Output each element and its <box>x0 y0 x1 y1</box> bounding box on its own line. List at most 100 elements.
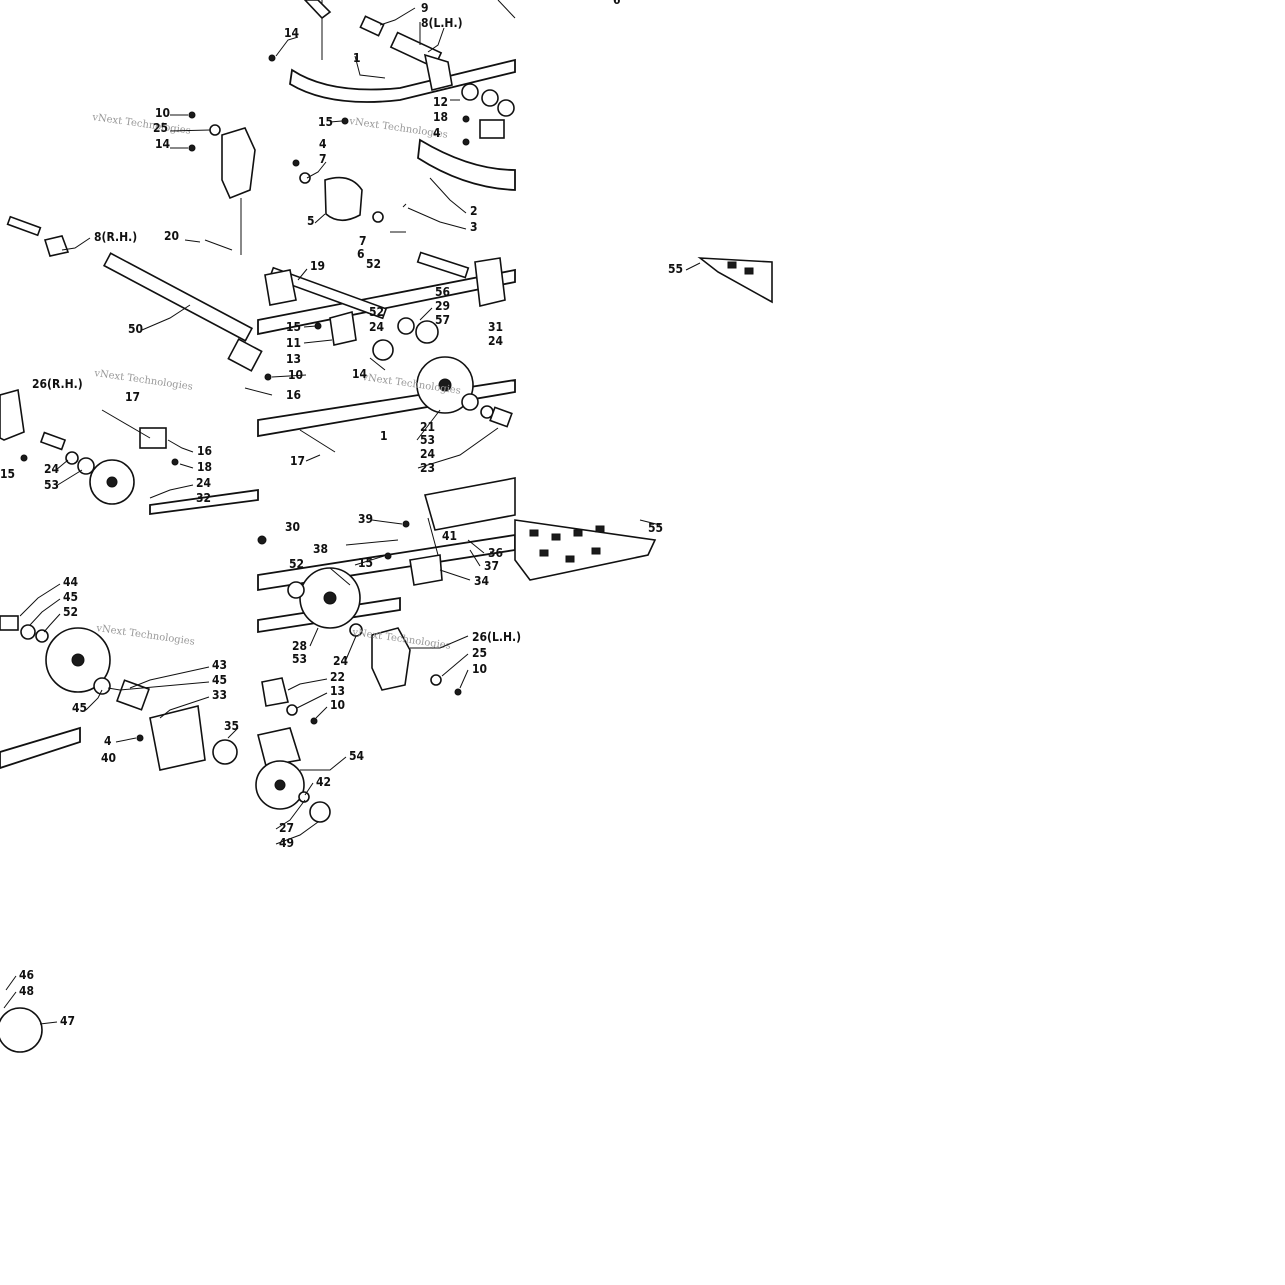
tile-lower-rail <box>255 477 516 823</box>
bearing-8 <box>212 739 238 765</box>
rear-wheel-bracket <box>257 727 302 767</box>
callout-4: 4 <box>319 137 327 151</box>
callout-45: 45 <box>212 673 227 687</box>
clip <box>529 529 539 537</box>
callout-40: 40 <box>101 751 116 765</box>
tile-left-shaft <box>0 252 272 516</box>
callout-38: 38 <box>313 542 328 556</box>
callout-18: 18 <box>197 460 212 474</box>
bolt-3 <box>264 373 272 381</box>
callout-29: 29 <box>435 299 450 313</box>
callout-12: 12 <box>433 95 448 109</box>
callout-16: 16 <box>286 388 301 402</box>
callout-2: 2 <box>470 204 478 218</box>
callout-8-rh: 8(R.H.) <box>94 230 137 244</box>
callout-15: 15 <box>358 556 373 570</box>
pivot-block <box>43 235 70 257</box>
bearing <box>372 339 394 361</box>
callout-8-lh: 8(L.H.) <box>421 16 463 30</box>
callout-18: 18 <box>433 110 448 124</box>
callout-22: 22 <box>330 670 345 684</box>
callout-55: 55 <box>648 521 663 535</box>
track-strip <box>697 257 773 304</box>
callout-52: 52 <box>289 557 304 571</box>
callout-30: 30 <box>285 520 300 534</box>
callout-7: 7 <box>319 152 327 166</box>
nut-7 <box>20 454 28 462</box>
callout-15: 15 <box>286 320 301 334</box>
callout-26-lh: 26(L.H.) <box>472 630 521 644</box>
bolt <box>188 111 196 119</box>
bogie-hub-2 <box>71 653 85 667</box>
callout-45: 45 <box>63 590 78 604</box>
callout-47: 47 <box>60 1014 75 1028</box>
bolt-5 <box>310 717 318 725</box>
mount-plate <box>149 705 206 771</box>
tile-track-clips <box>514 519 657 581</box>
callout-6: 6 <box>613 0 621 7</box>
callout-11: 11 <box>286 336 301 350</box>
arm-housing <box>423 53 453 91</box>
block-bracket <box>479 119 505 139</box>
nut-9 <box>384 552 392 560</box>
callout-1: 1 <box>353 51 361 65</box>
washer-10 <box>298 791 310 803</box>
clip-5 <box>539 549 549 557</box>
callout-10: 10 <box>155 106 170 120</box>
callout-4: 4 <box>433 126 441 140</box>
callout-16: 16 <box>197 444 212 458</box>
callout-41: 41 <box>442 529 457 543</box>
callout-36: 36 <box>488 546 503 560</box>
callout-48: 48 <box>19 984 34 998</box>
clip-3 <box>573 529 583 537</box>
washer-3 <box>372 211 384 223</box>
callout-53: 53 <box>44 478 59 492</box>
nut <box>341 117 349 125</box>
callout-5: 5 <box>307 214 315 228</box>
callout-13: 13 <box>330 684 345 698</box>
spacer-4 <box>115 679 151 711</box>
spacer-3 <box>0 615 19 631</box>
callout-52: 52 <box>369 305 384 319</box>
track-clip-a <box>727 261 737 269</box>
washer-9 <box>430 674 442 686</box>
washer <box>461 83 479 101</box>
callout-14: 14 <box>155 137 171 151</box>
callout-55: 55 <box>668 262 683 276</box>
callout-27: 27 <box>279 821 294 835</box>
callout-26-rh: 26(R.H.) <box>32 377 83 391</box>
spacer-tube <box>359 15 385 37</box>
callout-10: 10 <box>288 368 303 382</box>
clip-7 <box>591 547 601 555</box>
clip-2 <box>551 533 561 541</box>
watermark: vNext Technologies <box>91 112 192 137</box>
end-bracket <box>329 310 357 346</box>
nut-3 <box>462 138 470 146</box>
callout-23: 23 <box>420 461 435 475</box>
callout-14: 14 <box>284 26 300 40</box>
rail-stub <box>149 488 259 516</box>
callout-24: 24 <box>333 654 349 668</box>
callout-24: 24 <box>369 320 385 334</box>
callout-6: 6 <box>357 247 365 261</box>
bracket-plate <box>409 554 443 586</box>
track-clip-panel <box>423 477 516 531</box>
clip-4 <box>595 525 605 533</box>
callout-35: 35 <box>224 719 239 733</box>
callout-31: 31 <box>488 320 503 334</box>
bearing-2 <box>415 320 439 344</box>
cross-shaft <box>268 266 388 320</box>
callout-24: 24 <box>420 447 436 461</box>
bolt-2 <box>188 144 196 152</box>
callout-34: 34 <box>474 574 490 588</box>
callout-17: 17 <box>290 454 305 468</box>
bearing-6 <box>20 624 36 640</box>
mount-bracket <box>0 388 25 441</box>
wheel-fragment <box>0 1007 43 1053</box>
washer-2 <box>299 172 311 184</box>
callouts: 9 8(L.H.) 6 14 1 12 18 4 15 10 25 14 4 7… <box>0 0 683 1028</box>
watermark: vNext Technologies <box>95 623 196 648</box>
watermark: vNext Technologies <box>93 368 194 393</box>
tile-upper-rail-assembly <box>268 0 516 233</box>
